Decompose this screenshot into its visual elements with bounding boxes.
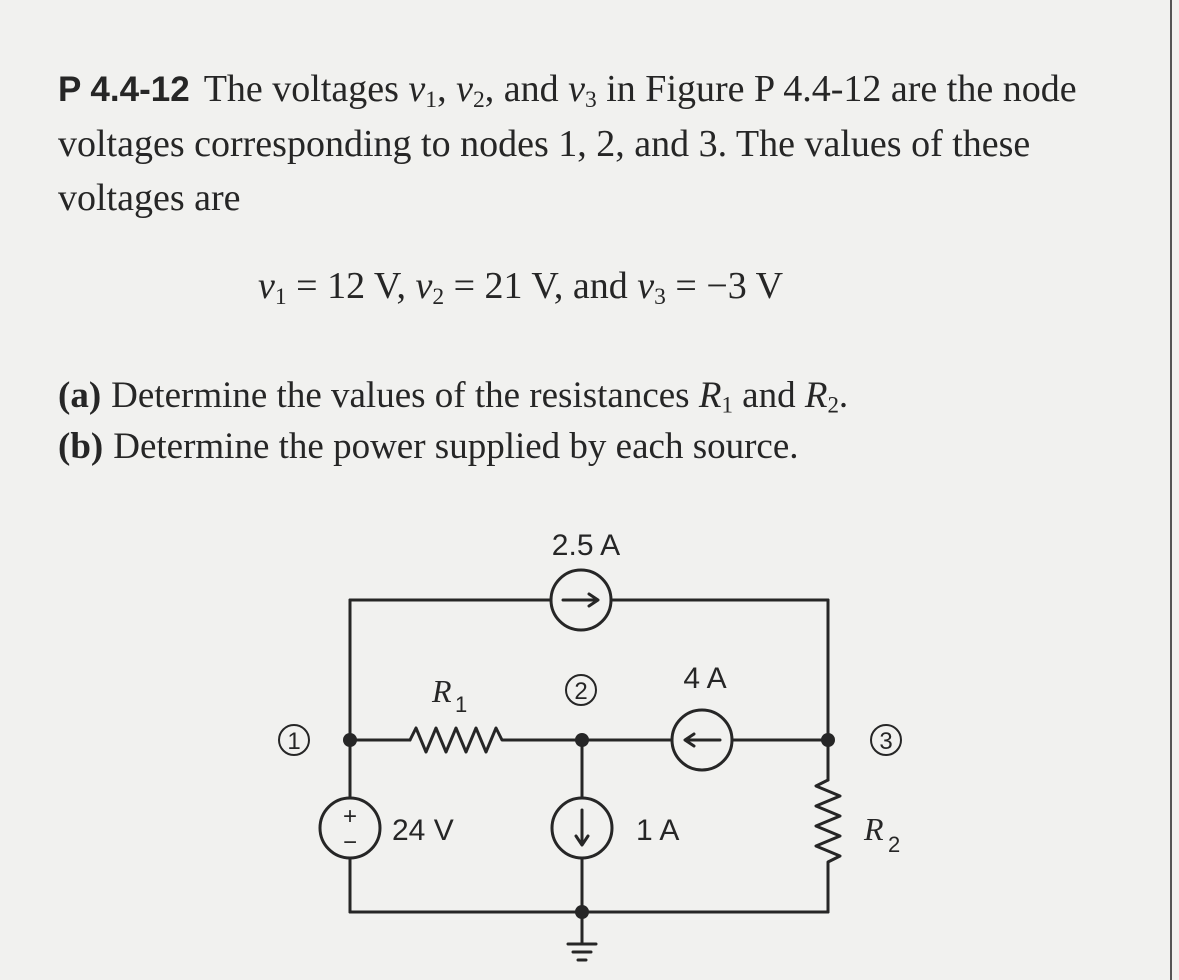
intro-separator-1: , xyxy=(437,68,457,110)
current-source-1a xyxy=(550,796,614,860)
question-parts: (a)Determine the values of the resistanc… xyxy=(58,370,848,472)
label-r2: R xyxy=(863,811,884,847)
junction-dot-node-1 xyxy=(343,733,357,747)
junction-dot-node-2 xyxy=(575,733,589,747)
eq-v1-value: = 12 V, xyxy=(286,265,416,307)
part-b-label: (b) xyxy=(58,426,104,467)
part-a-r1: R xyxy=(698,375,722,416)
node-1-marker xyxy=(278,724,310,756)
intro-text-1: The voltages xyxy=(203,68,409,110)
part-a-label: (a) xyxy=(58,375,102,416)
eq-v1-subscript: 1 xyxy=(274,283,287,310)
eq-v1-symbol: v xyxy=(258,265,275,307)
eq-v3-symbol: v xyxy=(637,265,655,307)
current-source-4a xyxy=(670,708,734,772)
intro-text-2: in Figure P 4.4-12 are the node voltages… xyxy=(58,68,1077,219)
arrow-left-head-icon xyxy=(683,732,696,748)
arrow-right-head-icon xyxy=(587,592,600,608)
eq-v3-subscript: 3 xyxy=(654,283,666,310)
label-r2-subscript: 2 xyxy=(888,832,900,857)
part-a-and: and xyxy=(732,375,805,416)
part-a-r2: R xyxy=(804,375,828,416)
v3-symbol: v xyxy=(568,68,585,110)
node-2-label: 2 xyxy=(574,678,587,705)
voltage-source-24v xyxy=(318,796,382,860)
part-a-text: Determine the values of the resistances xyxy=(111,375,699,416)
eq-v2-symbol: v xyxy=(415,265,433,307)
v3-subscript: 3 xyxy=(584,86,597,113)
node-3-label: 3 xyxy=(879,728,892,755)
part-b-text: Determine the power supplied by each sou… xyxy=(113,426,799,467)
eq-v2-subscript: 2 xyxy=(432,283,445,310)
intro-separator-2: , and xyxy=(484,68,569,110)
eq-v2-value: = 21 V, and xyxy=(444,265,638,307)
label-24v: 24 V xyxy=(392,814,454,847)
v2-subscript: 2 xyxy=(472,86,485,113)
current-source-2-5a xyxy=(549,568,613,632)
voltage-equation: v1 = 12 V, v2 = 21 V, and v3 = −3 V xyxy=(258,264,784,310)
v2-symbol: v xyxy=(456,68,473,110)
label-4a: 4 A xyxy=(683,662,726,695)
voltage-source-minus: − xyxy=(343,829,357,856)
junction-dot-ground xyxy=(575,905,589,919)
node-3-marker xyxy=(870,724,902,756)
node-2-marker xyxy=(565,674,597,706)
label-r1-subscript: 1 xyxy=(455,692,467,717)
node-1-label: 1 xyxy=(287,728,300,755)
label-r1: R xyxy=(431,673,452,709)
part-a-r1-sub: 1 xyxy=(721,392,733,418)
part-a: (a)Determine the values of the resistanc… xyxy=(58,370,848,421)
page-edge-line xyxy=(1170,0,1172,980)
resistor-r1 xyxy=(408,726,512,754)
problem-number: P 4.4-12 xyxy=(58,70,190,109)
arrow-down-head-icon xyxy=(574,834,590,847)
junction-dot-node-3 xyxy=(821,733,835,747)
resistor-r2 xyxy=(814,778,842,870)
label-2-5a: 2.5 A xyxy=(552,529,620,562)
label-1a: 1 A xyxy=(636,814,679,847)
v1-subscript: 1 xyxy=(425,86,438,113)
part-b: (b)Determine the power supplied by each … xyxy=(58,421,848,472)
voltage-source-plus: + xyxy=(343,803,357,830)
eq-v3-value: = −3 V xyxy=(665,265,784,307)
part-a-end: . xyxy=(838,375,849,416)
v1-symbol: v xyxy=(408,68,426,110)
part-a-r2-sub: 2 xyxy=(827,392,839,418)
